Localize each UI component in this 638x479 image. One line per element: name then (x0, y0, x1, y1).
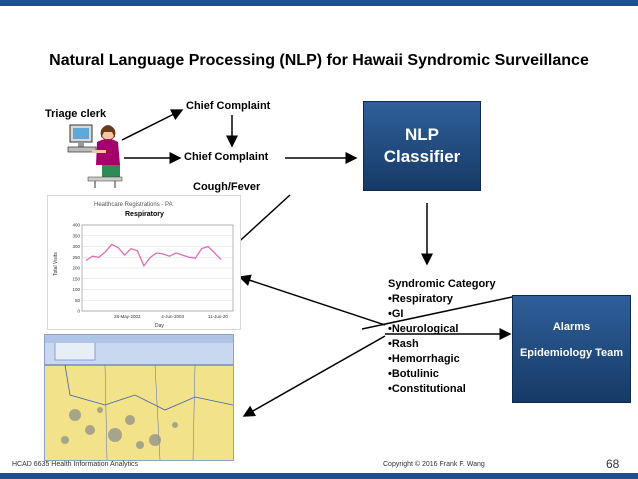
category-item: Hemorrhagic (388, 352, 496, 367)
y-tick-label: 0 (77, 309, 80, 314)
chief-complaint-mid-label: Chief Complaint (184, 151, 269, 163)
nlp-label: NLP (405, 125, 439, 144)
y-tick-label: 300 (72, 244, 80, 249)
triage-clerk-label: Triage clerk (45, 108, 107, 120)
x-tick-label: 11-Jun-20 (208, 314, 228, 319)
category-item: Rash (388, 337, 496, 352)
category-item: Neurological (388, 322, 496, 337)
chief-complaint-top-label: Chief Complaint (186, 100, 271, 112)
chart-header: Healthcare Registrations - PA (94, 202, 173, 208)
top-accent-bar (0, 0, 638, 6)
syndromic-heading: Syndromic Category (388, 278, 496, 290)
category-item: Respiratory (388, 292, 496, 307)
category-item: Constitutional (388, 382, 496, 397)
arrow-category-to-chart (238, 274, 386, 326)
bottom-accent-bar (0, 473, 638, 479)
cough-fever-label: Cough/Fever (193, 181, 261, 193)
chart-xlabel: Day (155, 323, 164, 329)
x-tick-label: 28-May-2003 (114, 314, 141, 319)
alarms-box: Alarms Epidemiology Team (512, 295, 631, 403)
arrow-cough-to-chart (231, 194, 291, 249)
respiratory-chart: Healthcare Registrations - PA Respirator… (47, 195, 241, 330)
slide-title: Natural Language Processing (NLP) for Ha… (49, 52, 589, 69)
y-tick-label: 50 (75, 298, 81, 303)
epidemiology-team-label: Epidemiology Team (519, 347, 624, 359)
footer-course: HCAD 6635 Health Information Analytics (12, 461, 139, 468)
arrow-clerk-to-complaint (121, 109, 184, 141)
y-tick-label: 100 (72, 287, 80, 292)
footer-copyright: Copyright © 2016 Frank F. Wang (383, 461, 485, 468)
plot-frame (81, 224, 234, 312)
series-line (85, 243, 222, 268)
category-item: Botulinic (388, 367, 496, 382)
y-tick-label: 200 (72, 266, 80, 271)
y-tick-label: 400 (72, 223, 80, 228)
y-tick-label: 350 (72, 233, 80, 238)
chart-svg: Healthcare Registrations - PA Respirator… (53, 202, 234, 329)
surveillance-map-image (44, 334, 234, 461)
classifier-label: Classifier (383, 147, 461, 166)
page-number: 68 (606, 457, 620, 471)
chart-ylabel: Total Visits (53, 252, 59, 276)
y-tick-label: 250 (72, 255, 80, 260)
chart-subtitle: Respiratory (125, 211, 164, 218)
y-tick-label: 150 (72, 276, 80, 281)
syndromic-category-list: Syndromic Category Respiratory GI Neurol… (388, 277, 496, 397)
category-item: GI (388, 307, 496, 322)
computer-user-icon (67, 124, 123, 188)
x-tick-label: 4-Jun-2003 (161, 314, 184, 319)
arrow-category-to-map (242, 335, 386, 417)
nlp-classifier-box: NLP Classifier (363, 101, 481, 191)
alarms-label: Alarms (552, 321, 591, 333)
